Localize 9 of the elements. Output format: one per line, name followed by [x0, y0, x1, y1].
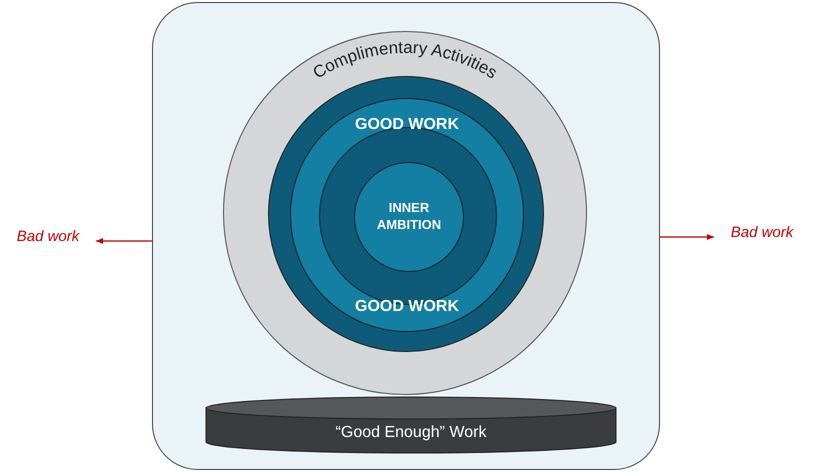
ring-label: GOOD WORK: [354, 116, 460, 134]
arrow: [660, 234, 714, 240]
side-label: Bad work: [16, 228, 81, 245]
circle-label: INNER AMBITION: [376, 199, 442, 233]
ring-label: GOOD WORK: [354, 298, 460, 316]
rounded-panel: [152, 2, 660, 470]
side-label: Bad work: [730, 224, 795, 241]
base-label: “Good Enough” Work: [334, 424, 488, 442]
arrow: [96, 238, 152, 244]
